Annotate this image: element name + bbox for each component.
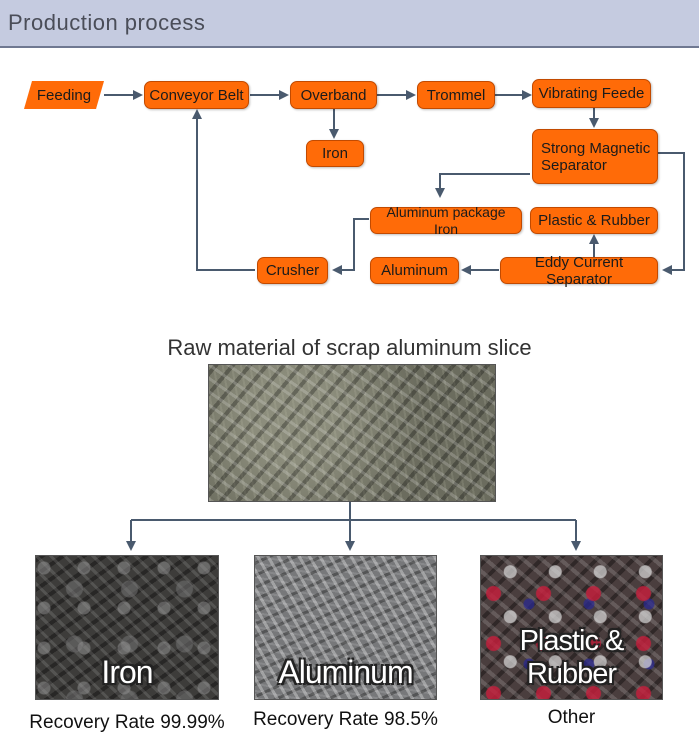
node-trommel: Trommel (417, 81, 495, 109)
arrow-crusher-conveyor (192, 109, 255, 271)
node-vibrating-feeder: Vibrating Feede (532, 79, 651, 108)
iron-photo-label: Iron (101, 654, 153, 690)
node-feeding: Feeding (24, 81, 104, 109)
node-eddy-current-separator: Eddy Current Separator (500, 254, 658, 288)
arrow-magnetic-eddy (658, 152, 685, 275)
arrow-magnetic-aluminum-package-iron (435, 173, 530, 198)
node-strong-magnetic-separator: Strong Magnetic Separator (532, 129, 658, 184)
section-title: Production process (8, 10, 206, 35)
aluminum-photo-label: Aluminum (278, 654, 413, 690)
node-plastic-rubber: Plastic & Rubber (530, 207, 658, 234)
plastic-rubber-output-photo: Plastic & Rubber (480, 555, 663, 700)
other-caption: Other (547, 707, 596, 728)
raw-material-photo (208, 364, 496, 502)
node-iron: Iron (306, 140, 364, 167)
node-aluminum: Aluminum (370, 257, 459, 284)
iron-output-photo: Iron (35, 555, 219, 700)
aluminum-recovery-caption: Recovery Rate 98.5% (253, 709, 438, 730)
node-crusher: Crusher (257, 257, 328, 284)
node-overband: Overband (290, 81, 377, 109)
node-conveyor-belt: Conveyor Belt (144, 81, 249, 109)
raw-material-title: Raw material of scrap aluminum slice (167, 335, 532, 360)
iron-recovery-caption: Recovery Rate 99.99% (29, 712, 225, 733)
plastic-rubber-photo-label: Plastic & Rubber (519, 625, 625, 690)
aluminum-output-photo: Aluminum (254, 555, 437, 700)
arrow-package-iron-crusher (332, 218, 369, 275)
node-aluminum-package-iron: Aluminum package Iron (370, 204, 522, 237)
section-header: Production process (0, 0, 699, 48)
